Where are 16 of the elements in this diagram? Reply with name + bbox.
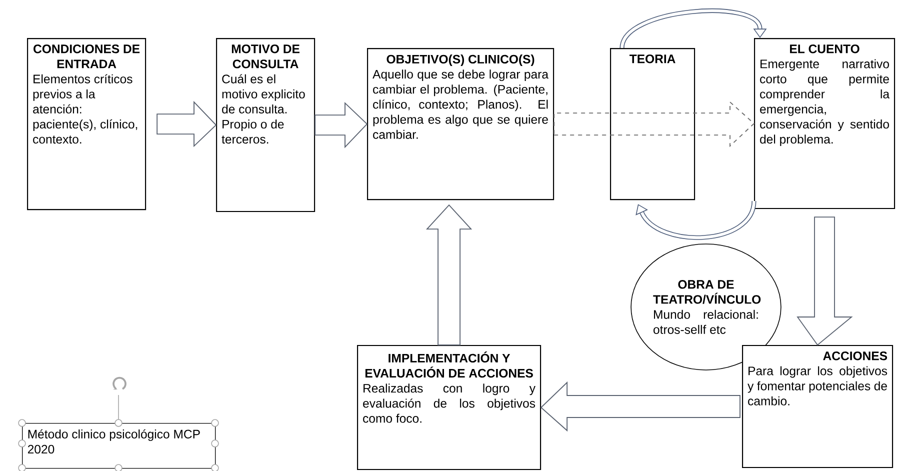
process-box: MOTIVO DE CONSULTA Cuál es el motivo explicito de consulta. Propio o de terceros. (216, 38, 316, 212)
block-arrow (426, 204, 472, 346)
process-box: CONDICIONES DE ENTRADA Elementos críticos previos a la atención: paciente(s), clínico, contexto. (27, 38, 146, 210)
process-box: TEORIA (610, 48, 696, 200)
process-box: IMPLEMENTACIÓN Y EVALUACIÓN DE ACCIONES Realizadas con logro y evaluación de los objetivos como foco. (357, 345, 542, 470)
process-box: ACCIONES Para lograr los objetivos y fomentar potenciales de cambio. (742, 345, 894, 468)
process-box: OBJETIVO(S) CLINICO(S) Aquello que se debe lograr para cambiar el problema. (Paciente, clínico, contexto; Planos). El problema es algo que se quiere cambiar. (367, 48, 554, 200)
curved-arrow (636, 200, 756, 240)
curved-arrow (620, 8, 767, 49)
process-box: EL CUENTO Emergente narrativo corto que permite comprender la emergencia, conservación y sentido del problema. (754, 38, 896, 210)
block-arrow (156, 100, 217, 148)
block-arrow (314, 102, 368, 148)
block-arrow (554, 100, 755, 148)
block-arrow (540, 381, 740, 432)
block-arrow (796, 216, 853, 346)
text-box: Método clinico psicológico MCP 2020 (22, 423, 216, 469)
